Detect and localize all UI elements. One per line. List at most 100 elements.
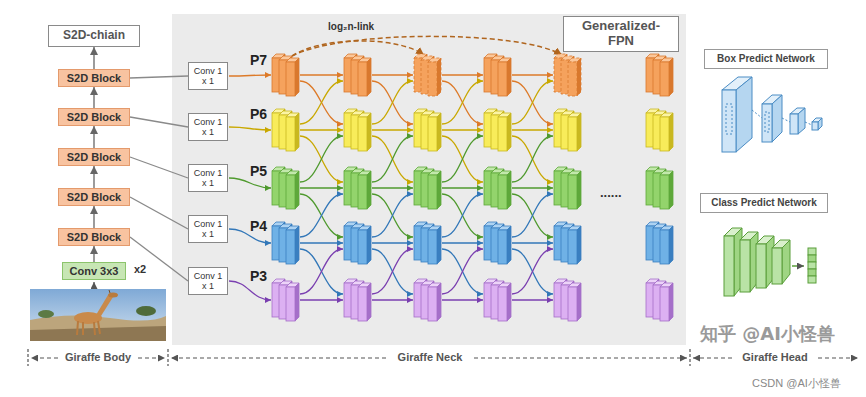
feature-map bbox=[568, 62, 577, 96]
feature-map bbox=[286, 230, 295, 264]
feature-map bbox=[344, 54, 371, 96]
feature-map bbox=[660, 230, 669, 264]
feature-link bbox=[130, 237, 188, 281]
s2d-block: S2D Block bbox=[58, 108, 130, 126]
feature-map bbox=[428, 287, 437, 321]
feature-map bbox=[669, 283, 673, 321]
feature-map bbox=[414, 109, 441, 151]
feature-map bbox=[286, 287, 295, 321]
fusion-arrow bbox=[442, 187, 483, 188]
fusion-arrow bbox=[512, 74, 553, 75]
level-label: P6 bbox=[250, 106, 267, 122]
fusion-arrow bbox=[300, 249, 343, 294]
box-head-figure bbox=[790, 114, 798, 134]
feature-map bbox=[484, 279, 511, 321]
node-text: Conv 3x3 bbox=[70, 265, 119, 278]
fusion-arrow bbox=[229, 178, 271, 188]
feature-map bbox=[414, 167, 441, 209]
giraffe-photo bbox=[136, 306, 156, 316]
fusion-arrow bbox=[300, 81, 343, 124]
feature-map bbox=[577, 113, 581, 151]
fusion-arrow bbox=[442, 136, 483, 182]
fusion-arrow bbox=[512, 187, 553, 188]
class-head-figure bbox=[808, 276, 816, 283]
feature-map bbox=[484, 222, 511, 264]
fusion-arrow bbox=[372, 74, 413, 75]
feature-map bbox=[295, 58, 299, 96]
feature-map bbox=[568, 117, 577, 151]
feature-map bbox=[554, 222, 581, 264]
giraffe-photo bbox=[30, 326, 166, 341]
class-head-figure bbox=[782, 240, 790, 284]
box-head-figure bbox=[818, 118, 822, 130]
giraffe-photo bbox=[96, 295, 113, 316]
watermark: 知乎 @AI小怪兽 bbox=[700, 324, 835, 345]
conv-box: Conv 1 x 1 bbox=[188, 215, 228, 243]
giraffe-photo bbox=[82, 322, 84, 335]
section-bracket bbox=[31, 357, 58, 358]
flow-arrow bbox=[93, 126, 94, 148]
feature-map bbox=[295, 171, 299, 209]
feature-pyramid bbox=[229, 54, 673, 321]
section-label: Giraffe Neck bbox=[396, 351, 465, 364]
feature-map bbox=[646, 54, 673, 96]
node-text: Conv 1 x 1 bbox=[192, 219, 224, 240]
fusion-arrow bbox=[229, 127, 271, 130]
feature-link bbox=[130, 157, 188, 178]
feature-map bbox=[358, 230, 367, 264]
box-head-figure bbox=[762, 104, 772, 142]
feature-map bbox=[498, 287, 507, 321]
feature-map bbox=[428, 175, 437, 209]
flow-arrow bbox=[93, 47, 94, 69]
feature-link bbox=[130, 76, 188, 78]
class-head-figure bbox=[808, 262, 816, 269]
class-head-figure bbox=[792, 265, 804, 267]
giraffe-photo bbox=[30, 289, 166, 341]
feature-map bbox=[272, 109, 299, 151]
feature-map bbox=[507, 171, 511, 209]
box-head-figure bbox=[726, 104, 732, 134]
fusion-arrow bbox=[372, 194, 413, 237]
node-text: S2D Block bbox=[67, 151, 121, 164]
node-text: Box Predict Network bbox=[717, 53, 815, 65]
feature-map bbox=[577, 226, 581, 264]
class-head-figure bbox=[740, 240, 750, 292]
feature-map bbox=[437, 171, 441, 209]
feature-map bbox=[272, 167, 299, 209]
section-bracket bbox=[28, 349, 858, 366]
node-text: S2D Block bbox=[67, 111, 121, 124]
fusion-arrow bbox=[512, 81, 553, 124]
class-head-figure bbox=[772, 248, 782, 284]
feature-map bbox=[295, 226, 299, 264]
feature-map bbox=[507, 58, 511, 96]
fusion-arrow bbox=[512, 249, 553, 294]
s2d-block: S2D Block bbox=[58, 148, 130, 166]
box-head-figure bbox=[722, 90, 736, 152]
feature-map bbox=[367, 113, 371, 151]
feature-map bbox=[437, 226, 441, 264]
feature-map bbox=[660, 175, 669, 209]
fusion-arrow bbox=[442, 299, 483, 300]
s2d-block: S2D Block bbox=[58, 188, 130, 206]
fusion-arrow bbox=[442, 249, 483, 294]
feature-link bbox=[130, 117, 188, 127]
feature-map bbox=[295, 113, 299, 151]
section-bracket bbox=[818, 357, 858, 358]
level-label: P5 bbox=[250, 163, 267, 179]
feature-map bbox=[507, 113, 511, 151]
fusion-arrow bbox=[512, 299, 553, 300]
feature-map bbox=[484, 167, 511, 209]
feature-map bbox=[577, 171, 581, 209]
feature-map bbox=[669, 171, 673, 209]
feature-map bbox=[358, 287, 367, 321]
box-head-figure bbox=[752, 110, 762, 118]
feature-map bbox=[484, 54, 511, 96]
head-title-box: Box Predict Network bbox=[704, 49, 828, 69]
class-head-figure bbox=[808, 255, 816, 262]
conv-box: Conv 1 x 1 bbox=[188, 267, 228, 295]
backbone-spine bbox=[93, 282, 95, 289]
section-bracket bbox=[171, 357, 386, 358]
box-head-figure bbox=[722, 77, 822, 152]
head-title-box: Class Predict Network bbox=[700, 193, 828, 213]
log-link-arc bbox=[292, 36, 562, 56]
